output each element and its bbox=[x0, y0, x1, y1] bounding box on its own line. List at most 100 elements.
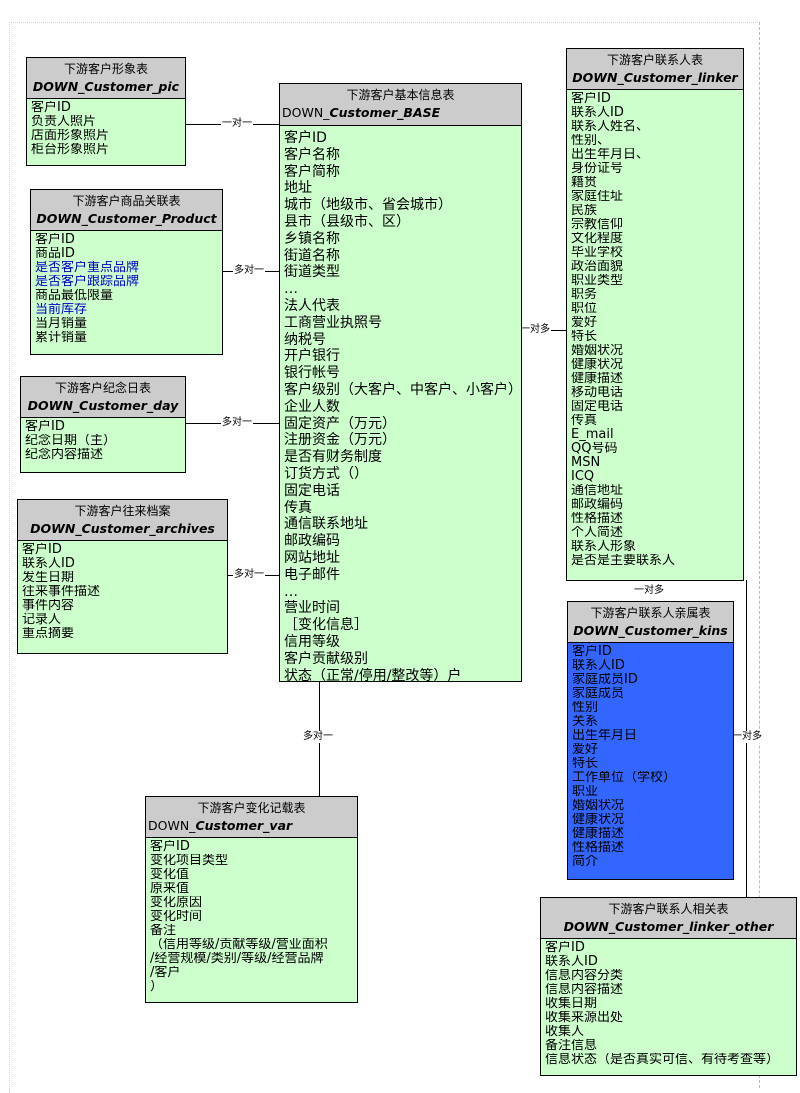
field: 婚姻状况 bbox=[571, 344, 624, 358]
field: 特长 bbox=[572, 757, 599, 771]
field: 客户ID bbox=[35, 233, 75, 247]
field-ellipsis: … bbox=[284, 281, 298, 298]
field: 负责人照片 bbox=[31, 115, 97, 129]
field: 邮政编码 bbox=[284, 533, 340, 550]
entity-customer-base[interactable]: 下游客户基本信息表 DOWN_Customer_BASE 客户ID 客户名称 客… bbox=[279, 83, 522, 682]
field: 通信地址 bbox=[571, 484, 624, 498]
relation-label-archives-base: 多对一 bbox=[233, 569, 265, 581]
entity-table-name: DOWN_Customer_day bbox=[27, 398, 179, 413]
field: 健康描述 bbox=[572, 827, 625, 841]
field: 信息状态（是否真实可信、有待考查等） bbox=[545, 1053, 780, 1067]
field-list: 客户ID 变化项目类型 变化值 原来值 变化原因 变化时间 备注 （信用等级/贡… bbox=[146, 838, 357, 996]
field: 联系人ID bbox=[545, 955, 598, 969]
field: 城市（地级市、省会城市） bbox=[284, 197, 452, 214]
field: 事件内容 bbox=[22, 599, 75, 613]
entity-table-name: DOWN_Customer_pic bbox=[32, 79, 180, 94]
field: 客户ID bbox=[571, 92, 611, 106]
field: 爱好 bbox=[571, 316, 598, 330]
field: 客户ID bbox=[31, 101, 71, 115]
entity-table-name: DOWN_Customer_kins bbox=[573, 623, 728, 638]
entity-title: 下游客户往来档案 bbox=[74, 504, 171, 518]
entity-header: 下游客户联系人亲属表 DOWN_Customer_kins bbox=[568, 602, 733, 643]
field: 性格描述 bbox=[571, 512, 624, 526]
entity-customer-linker-other[interactable]: 下游客户联系人相关表 DOWN_Customer_linker_other 客户… bbox=[540, 897, 797, 1076]
field: 性别、 bbox=[571, 134, 611, 148]
entity-header: 下游客户变化记载表 DOWN_Customer_var bbox=[146, 797, 357, 838]
entity-customer-var[interactable]: 下游客户变化记载表 DOWN_Customer_var 客户ID 变化项目类型 … bbox=[145, 796, 358, 1003]
field: /客户 bbox=[150, 966, 181, 980]
relation-label-product-base: 多对一 bbox=[233, 265, 265, 277]
entity-title: 下游客户基本信息表 bbox=[346, 88, 455, 102]
entity-table-name: DOWN_Customer_linker bbox=[572, 70, 738, 85]
field: 传真 bbox=[571, 414, 598, 428]
field: 是否是主要联系人 bbox=[571, 554, 676, 568]
field: 往来事件描述 bbox=[22, 585, 101, 599]
entity-table-name: DOWN_Customer_Product bbox=[36, 211, 217, 226]
entity-header: 下游客户基本信息表 DOWN_Customer_BASE bbox=[280, 84, 521, 126]
field: 健康状况 bbox=[571, 358, 624, 372]
field: 收集人 bbox=[545, 1025, 585, 1039]
entity-customer-pic[interactable]: 下游客户形象表 DOWN_Customer_pic 客户ID 负责人照片 店面形… bbox=[26, 57, 186, 166]
field: 文化程度 bbox=[571, 232, 624, 246]
field: 当月销量 bbox=[35, 317, 88, 331]
entity-customer-product[interactable]: 下游客户商品关联表 DOWN_Customer_Product 客户ID 商品I… bbox=[30, 189, 223, 355]
field: 家庭住址 bbox=[571, 190, 624, 204]
field: 通信联系地址 bbox=[284, 516, 368, 533]
entity-title: 下游客户形象表 bbox=[63, 62, 148, 76]
field: 职业类型 bbox=[571, 274, 624, 288]
field: 固定资产（万元） bbox=[284, 415, 396, 432]
field: 客户ID bbox=[572, 645, 612, 659]
field: 电子邮件 bbox=[284, 566, 340, 583]
field-list: 客户ID 纪念日期（主） 纪念内容描述 bbox=[21, 418, 185, 464]
field-highlighted: 是否客户重点品牌 bbox=[35, 261, 140, 275]
field: 开户银行 bbox=[284, 348, 340, 365]
field-ellipsis: … bbox=[284, 583, 298, 600]
entity-title: 下游客户联系人表 bbox=[606, 53, 703, 67]
field: 出生年月日 bbox=[572, 729, 638, 743]
relation-label-base-var: 多对一 bbox=[302, 731, 334, 743]
entity-customer-linker[interactable]: 下游客户联系人表 DOWN_Customer_linker 客户ID 联系人ID… bbox=[566, 48, 744, 581]
entity-customer-day[interactable]: 下游客户纪念日表 DOWN_Customer_day 客户ID 纪念日期（主） … bbox=[20, 376, 186, 473]
field: 固定电话 bbox=[284, 482, 340, 499]
relation-label-linker-kins: 一对多 bbox=[633, 585, 665, 597]
field: 注册资金（万元） bbox=[284, 432, 396, 449]
entity-title: 下游客户变化记载表 bbox=[197, 801, 306, 815]
field: 县市（县级市、区） bbox=[284, 213, 410, 230]
field: 变化项目类型 bbox=[150, 854, 229, 868]
field: （信用等级/贡献等级/营业面积 bbox=[150, 938, 328, 952]
entity-header: 下游客户联系人表 DOWN_Customer_linker bbox=[567, 49, 743, 90]
entity-customer-archives[interactable]: 下游客户往来档案 DOWN_Customer_archives 客户ID 联系人… bbox=[17, 499, 228, 654]
field: 收集日期 bbox=[545, 997, 598, 1011]
field: 特长 bbox=[571, 330, 598, 344]
field: 变化值 bbox=[150, 868, 190, 882]
field: 店面形象照片 bbox=[31, 129, 110, 143]
field-highlighted: 当前库存 bbox=[35, 303, 88, 317]
field: 职业 bbox=[572, 785, 599, 799]
field-highlighted: 是否客户跟踪品牌 bbox=[35, 275, 140, 289]
field: 备注信息 bbox=[545, 1039, 598, 1053]
field: ） bbox=[150, 980, 164, 994]
field: ［变化信息］ bbox=[284, 617, 368, 634]
field: 信息内容描述 bbox=[545, 983, 624, 997]
field: 身份证号 bbox=[571, 162, 624, 176]
page-boundary-dashed bbox=[759, 22, 760, 1088]
field: 性格描述 bbox=[572, 841, 625, 855]
field: 联系人形象 bbox=[571, 540, 637, 554]
field: 客户贡献级别 bbox=[284, 650, 368, 667]
field: 街道类型 bbox=[284, 264, 340, 281]
field: 柜台形象照片 bbox=[31, 143, 110, 157]
field-list: 客户ID 联系人ID 家庭成员ID 家庭成员 性别 关系 出生年月日 爱好 特长… bbox=[568, 643, 733, 871]
field: ICQ bbox=[571, 470, 595, 484]
field: 民族 bbox=[571, 204, 598, 218]
relation-label-day-base: 多对一 bbox=[221, 417, 253, 429]
entity-header: 下游客户纪念日表 DOWN_Customer_day bbox=[21, 377, 185, 418]
field-list: 客户ID 联系人ID 信息内容分类 信息内容描述 收集日期 收集来源出处 收集人… bbox=[541, 939, 796, 1069]
field: 网站地址 bbox=[284, 549, 340, 566]
field: 政治面貌 bbox=[571, 260, 624, 274]
field: 联系人ID bbox=[572, 659, 625, 673]
field: 工商营业执照号 bbox=[284, 314, 382, 331]
field: 传真 bbox=[284, 499, 312, 516]
entity-customer-kins[interactable]: 下游客户联系人亲属表 DOWN_Customer_kins 客户ID 联系人ID… bbox=[567, 601, 734, 880]
relation-label-pic-base: 一对一 bbox=[221, 118, 253, 130]
entity-title: 下游客户纪念日表 bbox=[54, 381, 151, 395]
